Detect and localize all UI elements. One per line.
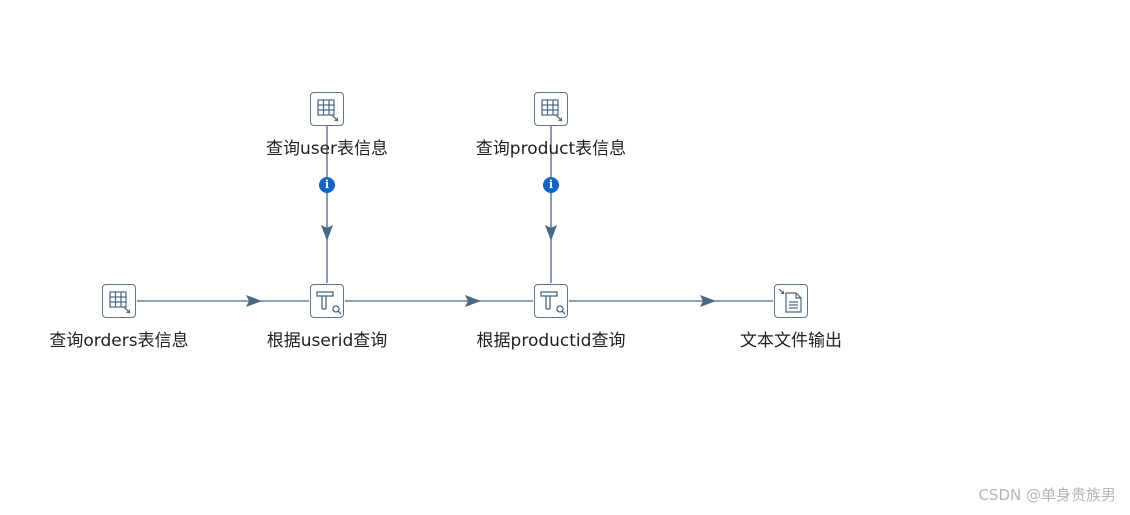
step-productid-lookup[interactable] xyxy=(534,284,568,318)
hop-arrow xyxy=(321,225,333,241)
step-text-output-label: 文本文件输出 xyxy=(740,331,842,351)
watermark: CSDN @单身贵族男 xyxy=(978,486,1116,504)
hop-arrow xyxy=(545,225,557,241)
hop-arrow xyxy=(246,295,262,307)
step-product-input[interactable] xyxy=(534,92,568,126)
text-file-output-icon xyxy=(778,288,802,313)
table-input-icon xyxy=(317,99,339,122)
step-user-input-label: 查询user表信息 xyxy=(265,139,389,159)
info-icon[interactable]: i xyxy=(319,177,335,193)
table-input-icon xyxy=(109,291,131,314)
step-productid-lookup-label: 根据productid查询 xyxy=(476,331,626,351)
stream-lookup-icon xyxy=(316,291,342,315)
stream-lookup-icon xyxy=(540,291,566,315)
info-icon[interactable]: i xyxy=(543,177,559,193)
step-orders-input[interactable] xyxy=(102,284,136,318)
step-user-input[interactable] xyxy=(310,92,344,126)
step-userid-lookup[interactable] xyxy=(310,284,344,318)
table-input-icon xyxy=(541,99,563,122)
step-product-input-label: 查询product表信息 xyxy=(475,139,627,159)
step-orders-input-label: 查询orders表信息 xyxy=(49,331,189,351)
hop-arrow xyxy=(465,295,481,307)
step-userid-lookup-label: 根据userid查询 xyxy=(266,331,388,351)
hop-arrow xyxy=(700,295,716,307)
step-text-output[interactable] xyxy=(774,284,808,318)
